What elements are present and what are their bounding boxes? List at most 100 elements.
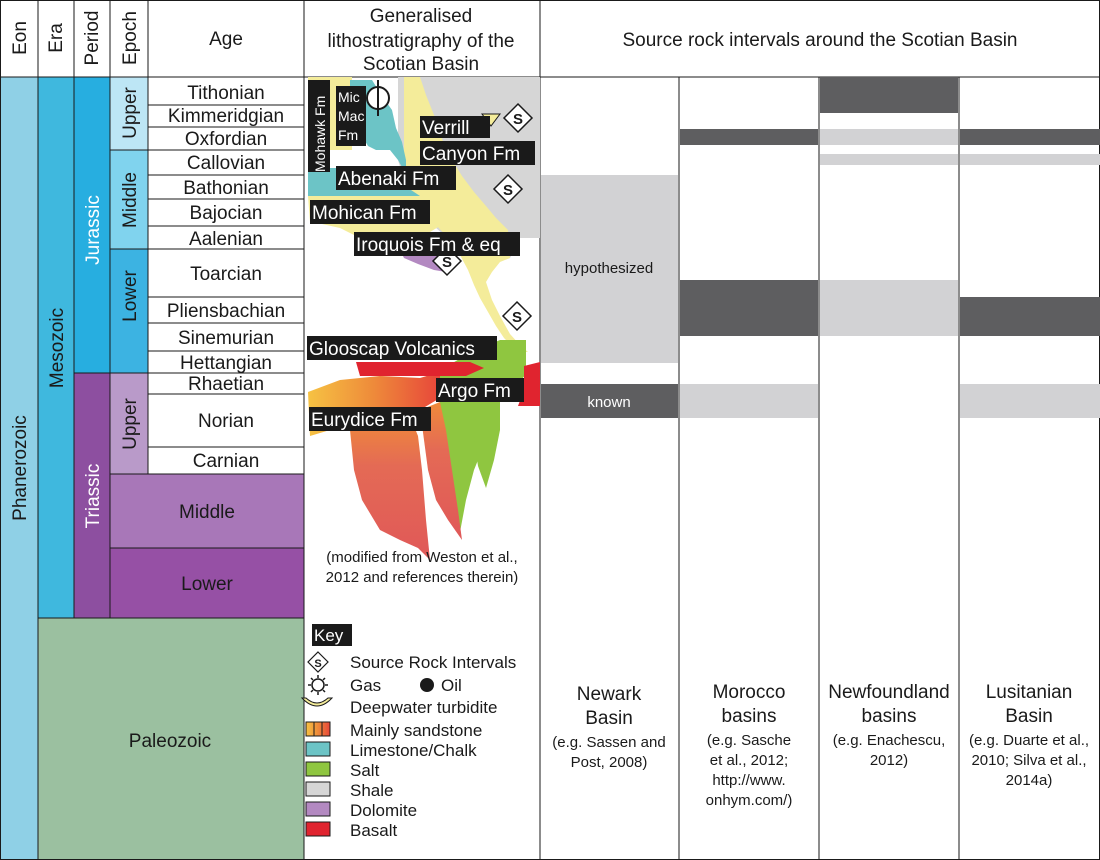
source-rock-marker-letter: S: [512, 309, 522, 326]
source-rock-marker-letter: S: [513, 111, 523, 128]
basin-newark: Newark Basin (e.g. Sassen and Post, 2008…: [552, 684, 665, 771]
redbed-wedge-1: [350, 416, 430, 560]
source-rock-icon-letter: S: [314, 658, 321, 670]
label-box-eurydice: [309, 407, 431, 431]
basin-cite-line1: (e.g. Sasche: [707, 732, 791, 749]
key-item-dolomite: Dolomite: [350, 801, 417, 820]
formation-iroquois: Iroquois Fm & eq: [356, 235, 501, 256]
label-triassic: Triassic: [83, 464, 104, 529]
age-label: Carnian: [193, 451, 260, 472]
source-rock-marker-letter: S: [442, 254, 452, 271]
basin-cite-line3: 2014a): [1006, 772, 1053, 789]
label-box-iroquois: [354, 232, 520, 256]
label-box-micmac: [336, 86, 366, 146]
litho-note-line2: 2012 and references therein): [326, 569, 519, 586]
epoch-middle-jurassic-band: [110, 150, 148, 249]
label-box-canyon: [420, 141, 535, 165]
newark-hypothesized-interval: [541, 175, 678, 363]
source-column-dividers: [678, 77, 960, 860]
label-phanerozoic: Phanerozoic: [10, 415, 31, 521]
age-label: Bathonian: [183, 178, 269, 199]
label-paleozoic: Paleozoic: [129, 731, 211, 752]
period-triassic-band: [74, 373, 110, 618]
oil-icon: [420, 678, 434, 692]
eon-phanerozoic-band: [0, 77, 38, 860]
basin-name-line1: Lusitanian: [986, 682, 1073, 703]
basin-cite-line1: (e.g. Duarte et al.,: [969, 732, 1089, 749]
formation-verrill-2: Canyon Fm: [422, 144, 520, 165]
key-item-limestone: Limestone/Chalk: [350, 741, 477, 760]
newfoundland-interval-oxfordian: [820, 129, 958, 145]
lusitanian-interval-oxfordian: [960, 129, 1100, 145]
age-label: Kimmeridgian: [168, 106, 284, 127]
formation-verrill-1: Verrill: [422, 118, 470, 139]
label-box-abenaki: [336, 166, 456, 190]
age-label: Tithonian: [187, 83, 264, 104]
gas-icon: [308, 675, 328, 695]
header-era: Era: [46, 23, 67, 53]
label-epoch-middle-jurassic: Middle: [120, 172, 141, 228]
label-jurassic: Jurassic: [83, 195, 104, 265]
age-label: Bajocian: [190, 203, 263, 224]
header-litho-line1: Generalised: [370, 6, 472, 27]
label-epoch-lower-jurassic: Lower: [120, 269, 141, 321]
formation-abenaki: Abenaki Fm: [338, 169, 439, 190]
source-rock-marker: S: [492, 173, 524, 205]
lithostratigraphy-panel: S S S S Mohawk Fm Mic Mac Fm Verrill Can…: [307, 77, 540, 586]
source-rock-icon: S: [307, 651, 329, 673]
label-known: known: [587, 394, 630, 411]
epoch-middle-triassic-band: [110, 474, 304, 548]
key-item-oil: Oil: [441, 676, 462, 695]
basalt-glooscap: [356, 362, 484, 376]
label-epoch-lower-triassic: Lower: [181, 574, 233, 595]
salt-argo-right: [474, 398, 500, 488]
formation-glooscap: Glooscap Volcanics: [309, 339, 475, 360]
basin-cite-line2: 2012): [870, 752, 908, 769]
epoch-upper-triassic-band: [110, 373, 148, 474]
basin-lusitanian: Lusitanian Basin (e.g. Duarte et al., 20…: [969, 682, 1089, 789]
basin-name-line2: Basin: [1005, 706, 1053, 727]
redbed-wedge-2: [420, 402, 462, 540]
legend-key: Key S Source Rock Intervals Gas Oil Deep…: [300, 624, 516, 840]
basin-name-line1: Newfoundland: [828, 682, 949, 703]
label-mesozoic: Mesozoic: [47, 308, 68, 388]
label-box-glooscap: [307, 336, 497, 360]
era-paleozoic-band: [38, 618, 304, 860]
morocco-interval-triassic: [680, 384, 818, 418]
header-epoch: Epoch: [120, 11, 141, 65]
header-litho-line2: lithostratigraphy of the: [328, 31, 515, 52]
age-label: Aalenian: [189, 229, 263, 250]
key-item-gas: Gas: [350, 676, 381, 695]
formation-micmac-3: Fm: [338, 127, 358, 143]
source-rock-marker-letter: S: [503, 182, 513, 199]
dolomite-swatch: [305, 801, 331, 817]
newfoundland-interval-kimmeridgian: [820, 77, 958, 113]
age-label: Callovian: [187, 153, 265, 174]
header-age: Age: [209, 29, 243, 50]
label-box-mohican: [310, 200, 430, 224]
label-epoch-upper-jurassic: Upper: [120, 86, 141, 138]
epoch-upper-jurassic-band: [110, 77, 148, 150]
basin-name-line2: Basin: [585, 708, 633, 729]
age-labels: Tithonian Kimmeridgian Oxfordian Callovi…: [167, 83, 285, 472]
basin-morocco: Morocco basins (e.g. Sasche et al., 2012…: [706, 682, 793, 809]
formation-mohawk: Mohawk Fm: [312, 96, 328, 172]
basin-name-line1: Morocco: [713, 682, 786, 703]
formation-micmac-1: Mic: [338, 89, 360, 105]
label-epoch-middle-triassic: Middle: [179, 502, 235, 523]
newfoundland-interval-lower-jurassic: [820, 280, 958, 336]
epoch-lower-triassic-band: [110, 548, 304, 618]
newark-known-interval: [541, 384, 678, 418]
basin-name-line2: basins: [722, 706, 777, 727]
label-box-argo: [436, 378, 524, 402]
formation-mohican: Mohican Fm: [312, 203, 417, 224]
key-title: Key: [314, 626, 344, 645]
header-litho-line3: Scotian Basin: [363, 54, 479, 75]
basin-name-line2: basins: [862, 706, 917, 727]
basin-cite-line1: (e.g. Enachescu,: [833, 732, 946, 749]
basalt-swatch: [305, 821, 331, 837]
age-label: Pliensbachian: [167, 301, 285, 322]
key-item-shale: Shale: [350, 781, 393, 800]
